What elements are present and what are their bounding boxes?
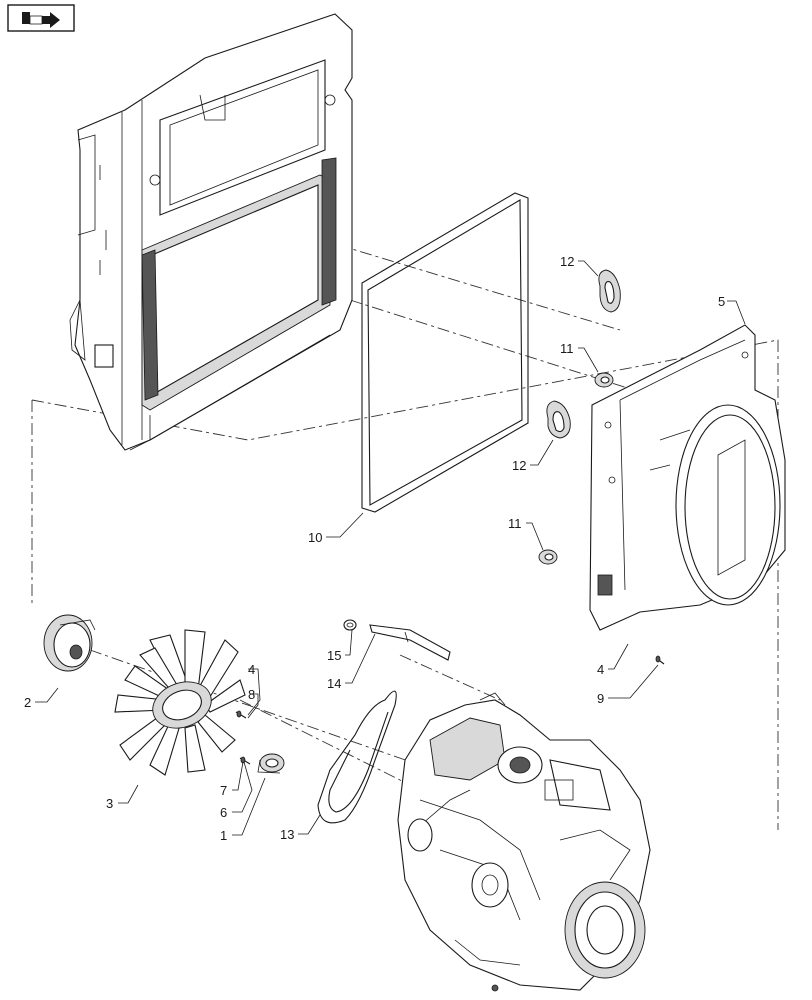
engine [397, 692, 651, 992]
hose-clamp [343, 619, 357, 631]
drive-belt [317, 690, 397, 824]
callout-5: 5 [718, 294, 725, 309]
callout-9: 9 [597, 691, 604, 706]
callout-10: 10 [308, 530, 322, 545]
callout-8: 8 [248, 687, 255, 702]
callout-15: 15 [327, 648, 341, 663]
grommet-11-lower [538, 549, 558, 565]
callout-4-left: 4 [248, 662, 255, 677]
grommet-12-upper [598, 269, 621, 313]
radiator-seal [361, 192, 529, 513]
fan-shroud [589, 324, 786, 631]
bolt-4-washer-8 [235, 710, 247, 719]
callout-13: 13 [280, 827, 294, 842]
callout-11-upper: 11 [560, 341, 574, 356]
grommet-12-lower [546, 400, 571, 439]
grommet-11-upper [594, 372, 614, 388]
callouts: 1 2 3 4 4 5 6 7 8 9 10 11 11 12 12 13 14… [24, 254, 725, 843]
callout-4-right: 4 [597, 662, 604, 677]
callout-14: 14 [327, 676, 341, 691]
fan-spacer [257, 753, 285, 774]
callout-6: 6 [220, 805, 227, 820]
callout-2: 2 [24, 695, 31, 710]
bolt-7-washer-6 [239, 756, 251, 765]
leader-lines [35, 260, 746, 836]
callout-7: 7 [220, 783, 227, 798]
callout-1: 1 [220, 828, 227, 843]
radiator-frame [69, 13, 353, 451]
bolt-4-washer-9 [655, 655, 665, 665]
callout-12-upper: 12 [560, 254, 574, 269]
callout-12-lower: 12 [512, 458, 526, 473]
cooling-fan [114, 629, 246, 776]
back-arrow-icon[interactable] [7, 4, 75, 32]
breather-tube [369, 624, 451, 661]
callout-11-lower: 11 [508, 516, 522, 531]
fan-drive [43, 614, 96, 672]
callout-3: 3 [106, 796, 113, 811]
